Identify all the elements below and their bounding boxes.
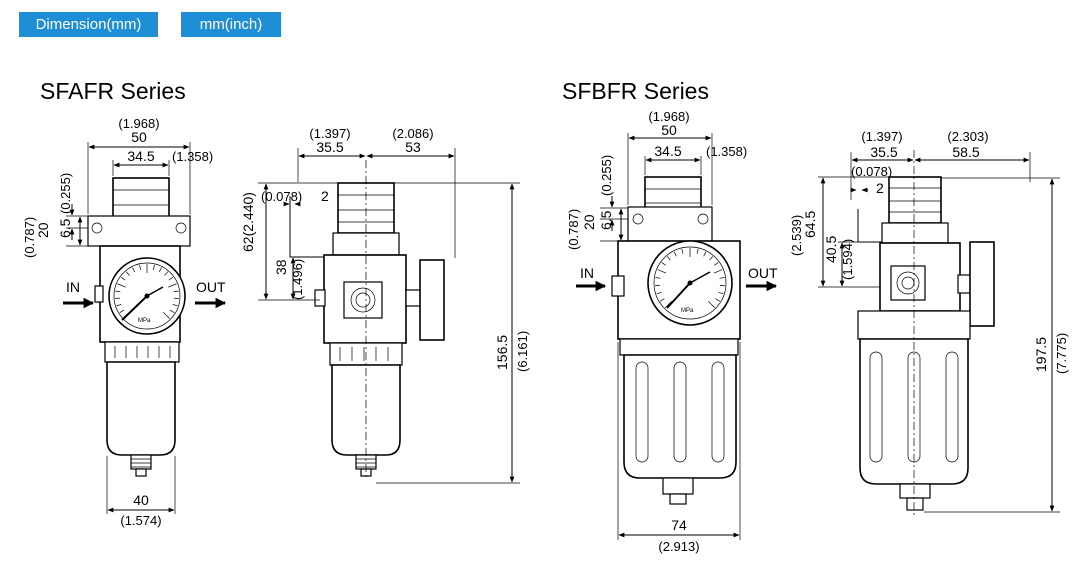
gauge-tick — [718, 291, 724, 295]
gauge-tick — [715, 298, 721, 302]
sfb-front-h20: 20 — [581, 214, 597, 230]
gauge-tick — [659, 298, 665, 302]
sfa-front-h6-5-inch: (0.255) — [58, 173, 73, 214]
gauge-tick — [158, 267, 162, 273]
sfa-series-title: SFAFR Series — [40, 78, 186, 104]
sfb-front-h6-5-inch: (0.255) — [599, 155, 614, 196]
gauge-tick — [661, 262, 666, 266]
gauge-tick — [719, 277, 725, 279]
sfa-front-h20-inch: (0.787) — [22, 217, 37, 258]
sfa-front-w34-5: 34.5 — [127, 148, 154, 164]
sfb-side-h197-5-inch: (7.775) — [1054, 333, 1069, 374]
sfb-side-h64-5: 64.5 — [802, 211, 818, 238]
gauge-tick — [681, 248, 684, 254]
gauge-tick — [703, 251, 707, 257]
gauge-tick — [708, 301, 715, 308]
sfa-front-w34-5-inch: (1.358) — [172, 149, 213, 164]
sfa-side-h156-5: 156.5 — [494, 335, 510, 370]
gauge-tick — [655, 277, 661, 279]
gauge-tick — [667, 256, 671, 261]
sfb-side-view: (1.397) 35.5 (2.303) 58.5 (0.078) 2 (2.5… — [789, 129, 1069, 515]
sfb-front-h20-inch: (0.787) — [566, 209, 581, 250]
gauge-tick — [119, 309, 125, 314]
gauge-tick — [673, 251, 677, 257]
gauge-tick — [656, 291, 662, 295]
sfa-side-s35-5: 35.5 — [316, 139, 343, 155]
sfb-front-view: MPa IN OUT (1.968) 50 34.5 (1.358) (0.25… — [566, 109, 778, 554]
sfb-side-s58-5: 58.5 — [952, 144, 979, 160]
sfa-side-s53: 53 — [405, 139, 421, 155]
tab-mm-inch[interactable]: mm(inch) — [181, 12, 281, 37]
sfb-side-h40-5: 40.5 — [823, 236, 839, 263]
sfa-side-view: (1.397) 35.5 (2.086) 53 (0.078) 2 62(2.4… — [240, 126, 530, 484]
sfa-front-gauge-unit: MPa — [138, 318, 151, 324]
gauge-tick — [124, 312, 131, 319]
gauge-tick — [173, 290, 179, 293]
sfb-front-b74-inch: (2.913) — [658, 539, 699, 554]
sfa-front-w50: 50 — [131, 129, 147, 145]
sfa-side-s53-inch: (2.086) — [392, 126, 433, 141]
gauge-tick — [696, 248, 699, 254]
gauge-tick — [713, 269, 723, 274]
gauge-tick — [168, 283, 177, 288]
sfa-front-b40: 40 — [133, 492, 149, 508]
gauge-tick — [714, 262, 719, 266]
gauge-tick — [709, 256, 713, 261]
sfb-front-w34-5-inch: (1.358) — [706, 144, 747, 159]
gauge-tick — [665, 301, 672, 308]
sfa-side-s2: 2 — [321, 188, 329, 204]
sfa-front-b40-inch: (1.574) — [120, 513, 161, 528]
gauge-tick — [169, 309, 175, 314]
gauge-tick — [116, 304, 122, 307]
tab-dimension-mm[interactable]: Dimension(mm) — [19, 12, 158, 37]
sfb-side-s2: 2 — [876, 180, 884, 196]
gauge-tick — [163, 312, 170, 319]
sfb-front-w50: 50 — [661, 122, 677, 138]
sfb-side-s58-5-inch: (2.303) — [947, 129, 988, 144]
sfa-side-h38: 38 — [273, 259, 289, 275]
sfb-front-h6-5: 6.5 — [598, 210, 614, 230]
sfb-side-s35-5-inch: (1.397) — [861, 129, 902, 144]
sfb-side-h197-5: 197.5 — [1033, 337, 1049, 372]
sfb-side-h64-5-inch: (2.539) — [789, 215, 804, 256]
sfa-front-w50-inch: (1.968) — [118, 116, 159, 131]
gauge-tick — [657, 269, 667, 274]
gauge-tick — [164, 271, 169, 276]
sfb-front-b74: 74 — [671, 517, 687, 533]
sfa-side-h38-inch: (1.496) — [290, 259, 305, 300]
sfa-in-label: IN — [66, 279, 80, 295]
sfb-side-s2-inch: (0.078) — [851, 164, 892, 179]
sfa-front-h20: 20 — [35, 222, 51, 238]
sfa-side-s35-5-inch: (1.397) — [309, 126, 350, 141]
gauge-tick — [172, 304, 178, 307]
gauge-tick — [168, 276, 174, 281]
gauge-tick — [152, 264, 155, 270]
gauge-tick — [117, 283, 126, 288]
sfb-in-label: IN — [580, 265, 594, 281]
sfb-out-label: OUT — [748, 265, 778, 281]
gauge-tick — [139, 264, 142, 270]
sfb-series-title: SFBFR Series — [562, 78, 709, 104]
sfa-front-h6-5: 6.5 — [57, 218, 73, 238]
sfb-front-w50-inch: (1.968) — [648, 109, 689, 124]
sfb-front-w34-5: 34.5 — [654, 143, 681, 159]
gauge-tick — [132, 267, 136, 273]
sfa-side-h156-5-inch: (6.161) — [515, 331, 530, 372]
sfb-side-h40-5-inch: (1.594) — [840, 239, 855, 280]
sfb-side-s35-5: 35.5 — [870, 144, 897, 160]
gauge-tick — [125, 271, 130, 276]
gauge-tick — [115, 290, 121, 293]
sfa-front-view: MPa IN OUT (1.968) 50 34.5 (1.358) ( — [22, 116, 227, 528]
gauge-tick — [120, 276, 126, 281]
sfa-out-label: OUT — [196, 279, 226, 295]
sfa-side-s2-inch: (0.078) — [261, 189, 302, 204]
sfb-front-gauge-unit: MPa — [681, 308, 694, 314]
sfa-side-h62: 62(2.440) — [240, 192, 256, 252]
